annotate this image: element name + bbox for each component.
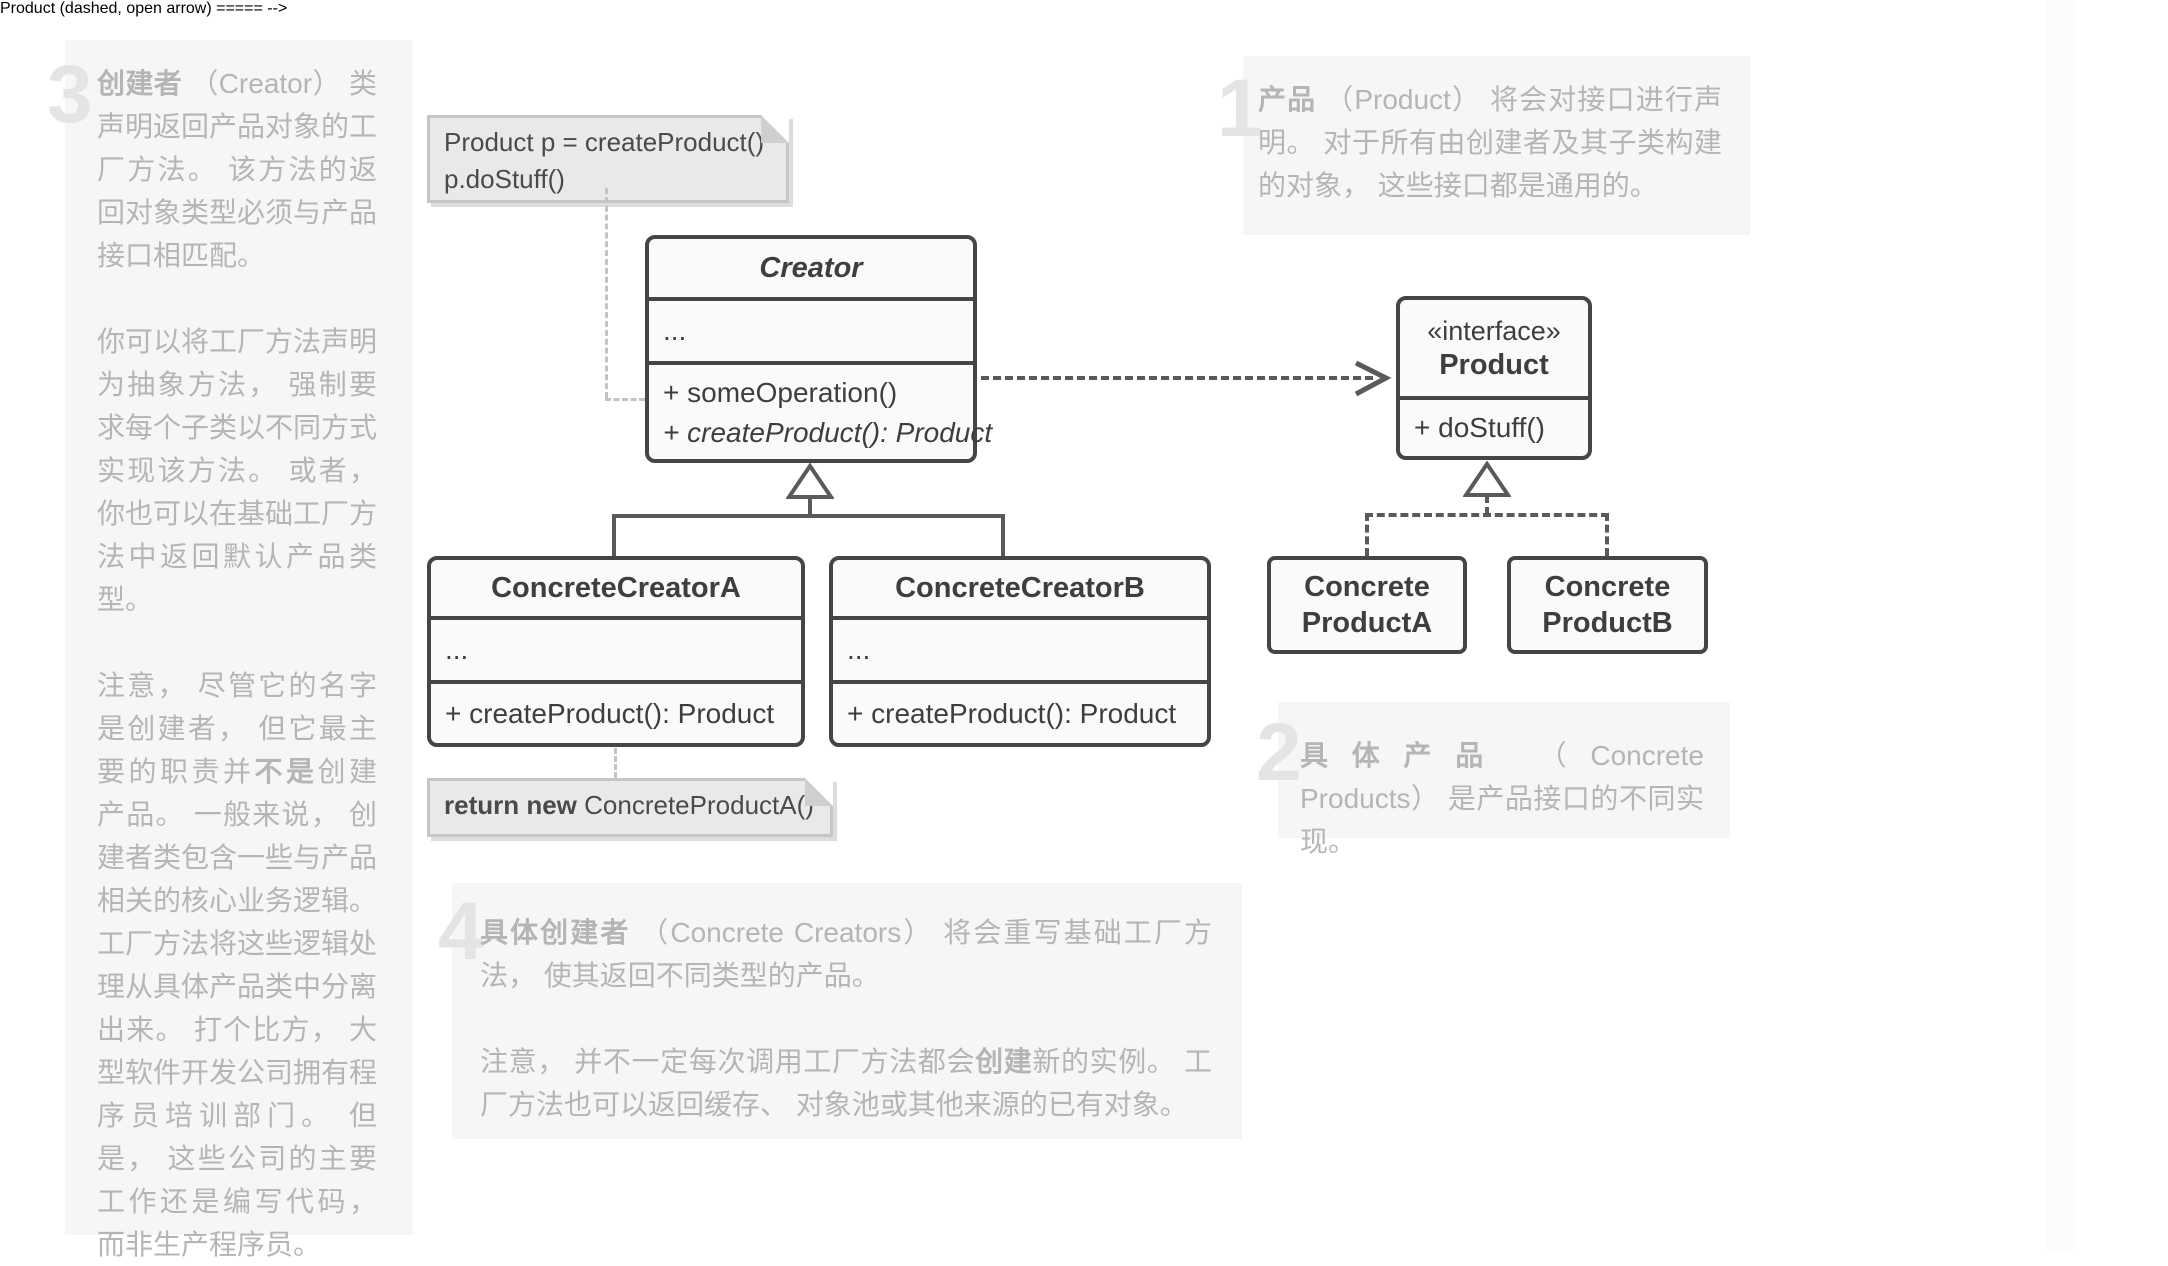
class-box-concrete-product-b: Concrete ProductB	[1507, 556, 1708, 654]
annotation-number: 2	[1256, 707, 1302, 798]
class-attributes: ...	[649, 297, 973, 361]
creator-inheritance-line	[1001, 514, 1005, 556]
interface-box-product: «interface» Product + doStuff()	[1396, 296, 1592, 460]
annotation-term: 产品	[1258, 84, 1317, 115]
class-method: + createProduct(): Product	[445, 697, 775, 729]
class-methods: + createProduct(): Product	[431, 680, 801, 743]
annotation-product: 1 产品 （Product） 将会对接口进行声明。 对于所有由创建者及其子类构建…	[1217, 56, 1750, 235]
product-realization-line	[1365, 513, 1369, 556]
annotation-paragraph: 你可以将工厂方法声明为抽象方法， 强制要求每个子类以不同方式实现该方法。 或者，…	[97, 326, 378, 615]
annotation-term: 具体创建者	[480, 917, 631, 948]
note-connector-vertical	[614, 748, 617, 778]
annotation-number: 4	[438, 886, 484, 977]
class-title: Creator	[759, 251, 863, 284]
interface-name: Product	[1439, 349, 1549, 381]
class-title: Concrete ProductB	[1542, 571, 1673, 639]
class-box-creator: Creator ... + someOperation() + createPr…	[645, 235, 993, 463]
product-realization-line	[1365, 513, 1609, 517]
product-realization-triangle-icon	[1463, 461, 1511, 497]
creator-product-dependency-line	[981, 376, 1373, 380]
annotation-number: 1	[1217, 63, 1263, 154]
annotation-text: 创建者 （Creator） 类声明返回产品对象的工厂方法。 该方法的返回对象类型…	[65, 40, 413, 1266]
annotation-text: 具体产品 （Concrete Products） 是产品接口的不同实现。	[1278, 702, 1730, 863]
annotation-paragraph: 具体创建者 （Concrete Creators） 将会重写基础工厂方法， 使其…	[480, 917, 1212, 991]
class-box-concrete-product-a: Concrete ProductA	[1267, 556, 1467, 654]
class-methods: + someOperation() + createProduct(): Pro…	[649, 361, 993, 461]
annotation-paragraph: 创建者 （Creator） 类声明返回产品对象的工厂方法。 该方法的返回对象类型…	[97, 68, 378, 271]
class-method: + someOperation()	[663, 377, 898, 408]
creator-inheritance-line	[808, 497, 812, 516]
class-title: ConcreteCreatorA	[491, 571, 741, 604]
annotation-paragraph: 产品 （Product） 将会对接口进行声明。 对于所有由创建者及其子类构建的对…	[1258, 84, 1722, 201]
product-realization-line	[1485, 495, 1489, 515]
creator-inheritance-line	[612, 514, 616, 556]
annotation-text: 产品 （Product） 将会对接口进行声明。 对于所有由创建者及其子类构建的对…	[1243, 56, 1750, 207]
class-box-concrete-creator-a: ConcreteCreatorA ... + createProduct(): …	[427, 556, 805, 747]
class-method: + doStuff()	[1414, 412, 1546, 443]
annotation-paragraph: 具体产品 （Concrete Products） 是产品接口的不同实现。	[1300, 740, 1704, 857]
class-method: + createProduct(): Product	[847, 697, 1177, 729]
note-line: p.doStuff()	[444, 164, 565, 194]
note-return-new: return new ConcreteProductA()	[427, 778, 833, 837]
class-title: Concrete ProductA	[1301, 571, 1433, 639]
annotation-creator: 3 创建者 （Creator） 类声明返回产品对象的工厂方法。 该方法的返回对象…	[47, 40, 413, 1260]
interface-stereotype: «interface»	[1427, 316, 1561, 346]
annotation-term: 具体产品	[1300, 740, 1508, 771]
creator-generalization-triangle-icon	[786, 463, 834, 499]
class-title: «interface» Product	[1400, 300, 1588, 396]
note-client-code: Product p = createProduct() p.doStuff()	[427, 115, 789, 203]
annotation-text: 具体创建者 （Concrete Creators） 将会重写基础工厂方法， 使其…	[452, 883, 1242, 1126]
annotation-paragraph: 注意， 尽管它的名字是创建者， 但它最主要的职责并不是创建产品。 一般来说， 创…	[97, 670, 378, 1260]
creator-inheritance-line	[612, 514, 1005, 518]
class-box-concrete-creator-b: ConcreteCreatorB ... + createProduct(): …	[829, 556, 1211, 747]
annotation-concrete-creators: 4 具体创建者 （Concrete Creators） 将会重写基础工厂方法， …	[438, 883, 1242, 1139]
annotation-number: 3	[47, 49, 93, 140]
note-connector-vertical	[605, 188, 608, 398]
dependency-arrowhead-icon	[1354, 360, 1392, 397]
annotation-paragraph: 注意， 并不一定每次调用工厂方法都会创建新的实例。 工厂方法也可以返回缓存、 对…	[480, 1046, 1212, 1120]
note-line: Product p = createProduct()	[444, 127, 765, 157]
annotation-term: 创建者	[97, 68, 183, 99]
class-attributes: ...	[431, 616, 801, 680]
class-methods: + createProduct(): Product	[833, 680, 1207, 743]
class-attributes: ...	[833, 616, 1207, 680]
page-edge-strip	[2046, 0, 2076, 1250]
note-line: return new ConcreteProductA()	[444, 790, 814, 820]
product-realization-line	[1605, 513, 1609, 556]
class-title: ConcreteCreatorB	[895, 571, 1145, 604]
class-methods: + doStuff()	[1400, 396, 1588, 456]
note-connector-horizontal	[605, 398, 645, 401]
annotation-concrete-products: 2 具体产品 （Concrete Products） 是产品接口的不同实现。	[1256, 702, 1730, 857]
class-method: + createProduct(): Product	[663, 417, 993, 448]
